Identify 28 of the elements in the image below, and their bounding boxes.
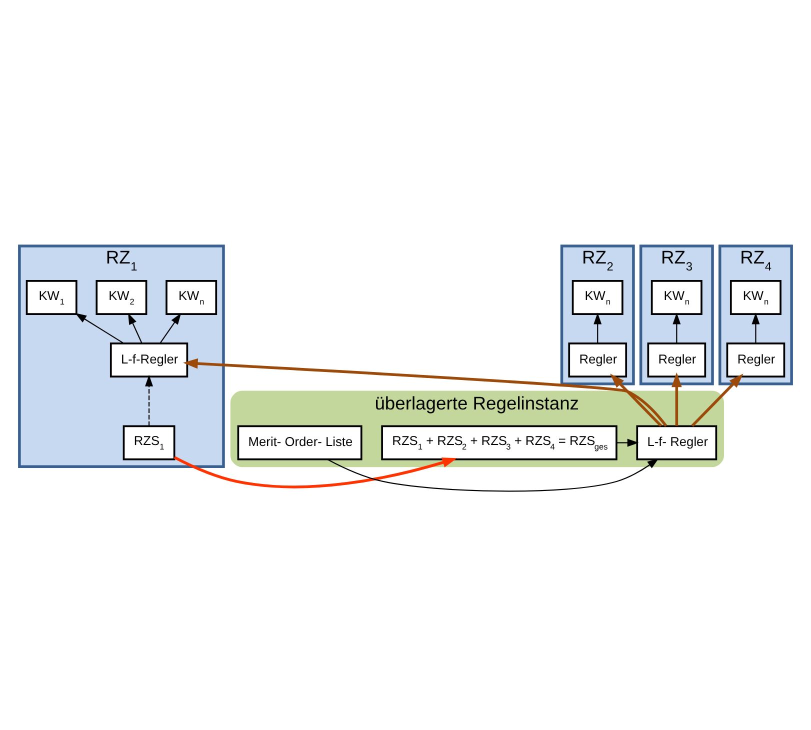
node-box: L-f- Regler — [636, 425, 718, 460]
node-box: L-f-Regler — [110, 342, 188, 378]
arrow — [691, 374, 744, 427]
arrow — [160, 313, 182, 344]
node-box: Regler — [647, 342, 706, 378]
arrow — [610, 374, 662, 427]
node-box: KW$_{n}$ — [730, 280, 782, 315]
arrow — [672, 372, 682, 426]
node-box: KW$_{n}$ — [166, 280, 218, 315]
arrow — [752, 312, 760, 344]
arrow — [672, 312, 681, 344]
node-box: KW$_{n}$ — [650, 280, 702, 315]
node-box: RZS$_{1}$ + RZS$_{2}$ + RZS$_{3}$ + RZS$_{4}$ = RZS$_{ges}$ — [381, 425, 618, 460]
node-box: Regler — [568, 342, 628, 378]
node-box: KW$_{1}$ — [26, 280, 78, 315]
arrow — [616, 438, 639, 447]
node-box: Merit- Order- Liste — [237, 425, 362, 460]
arrow — [594, 312, 602, 344]
node-box: RZS$_{1}$ — [122, 425, 176, 460]
arrow — [145, 374, 154, 426]
node-box: KW$_{n}$ — [572, 280, 624, 315]
node-box: KW$_{2}$ — [96, 280, 148, 315]
arrow — [174, 456, 458, 488]
arrow — [128, 312, 142, 344]
node-box: Regler — [726, 342, 786, 378]
arrow — [183, 358, 668, 427]
arrow — [327, 458, 659, 492]
arrow — [75, 313, 124, 344]
